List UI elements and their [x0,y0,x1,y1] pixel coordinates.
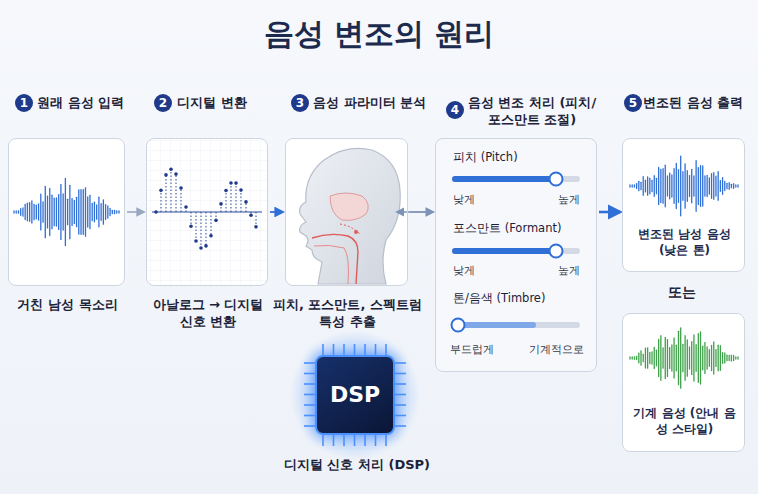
slider-min: 낮게 [453,193,475,207]
control-line [397,211,433,212]
step-heading: 음성 변조 처리 (피치/포스만트 조절) [466,95,598,129]
chip-caption: 디지털 신호 처리 (DSP) [267,457,447,474]
box-fills [8,138,745,452]
slider-max: 높게 [558,193,580,207]
box-caption: 아날로그 → 디지털 신호 변환 [145,297,271,331]
box-caption: 기계 음성 (안내 음성 스타일) [629,406,740,437]
input-box: 원래 음성 입력거친 남성 목소리 [8,138,125,286]
step-heading: 디지털 변환 [177,95,247,112]
chip-label: DSP [317,381,393,410]
callout-number: 5 [624,94,642,112]
step-heading: 음성 파라미터 분석 [313,95,426,112]
slider-label: 피치 (Pitch) [453,150,518,165]
signal-streaks [130,380,312,401]
or-label: 또는 [668,284,696,302]
slider-label: 톤/음색 (Timbre) [453,291,545,306]
waveform [630,328,738,388]
chip-glow [290,330,420,460]
dsp-chip: DSP디지털 신호 처리 (DSP) [315,355,395,435]
callout-number: 3 [291,94,309,112]
output-box: 변조된 음성 출력변조된 남성 음성 (낮은 톤) [622,138,745,272]
waveform [14,178,119,245]
slider-tracks [452,173,581,332]
slider-max: 기계적으로 [529,343,584,357]
flow-arrow [127,211,144,213]
callout-number: 2 [154,94,172,112]
slider-max: 높게 [558,264,580,278]
callout-number: 1 [15,94,33,112]
head-illustration [300,148,401,284]
modulation-panel: 음성 변조 처리 (피치/포스만트 조절)피치 (Pitch)낮게높게포스만트 … [435,138,597,372]
box-caption: 피치, 포스만트, 스펙트럼 특성 추출 [272,297,423,331]
slider-label: 포스만트 (Formant) [453,221,561,236]
flow-arrow [270,211,283,213]
box-caption: 변조된 남성 음성 (낮은 톤) [629,227,740,258]
output-box: 기계 음성 (안내 음성 스타일) [622,313,745,452]
step-heading: 변조된 음성 출력 [643,95,743,112]
analysis-box: 음성 파라미터 분석피치, 포스만트, 스펙트럼 특성 추출 [285,138,408,286]
slider-min: 낮게 [453,264,475,278]
step-heading: 원래 음성 입력 [37,95,124,112]
flow-arrow [599,211,620,214]
waveform [630,156,738,215]
diagram-title: 음성 변조의 원리 [0,14,758,55]
digital-box: 디지털 변환아날로그 → 디지털 신호 변환 [146,138,268,286]
digital-signal [152,167,262,249]
chip-pins [304,344,406,446]
slider-min: 부드럽게 [450,343,494,357]
box-caption: 거친 남성 목소리 [3,297,132,314]
callout-number: 4 [446,101,464,119]
